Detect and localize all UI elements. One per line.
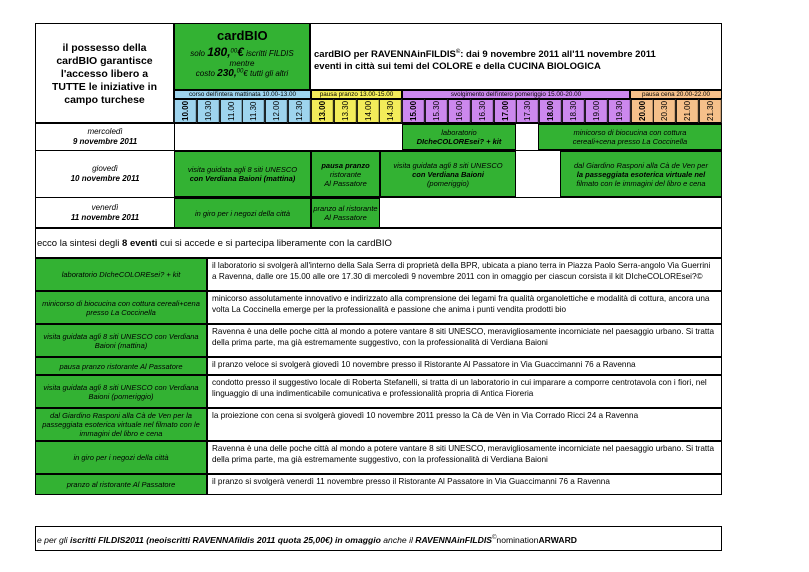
event-label[interactable]: pranzo al ristorante Al Passatore [35, 474, 207, 495]
thu-visit-morning[interactable]: visita guidata agli 8 siti UNESCO con Ve… [174, 151, 311, 197]
thu-dinner[interactable]: dal Giardino Rasponi alla Cà de Ven per … [560, 151, 722, 197]
event-description: il pranzo si svolgerà venerdì 11 novembr… [207, 474, 722, 495]
event-label[interactable]: in giro per i negozi della città [35, 441, 207, 474]
time-slot: 19.30 [607, 99, 631, 123]
time-slot: 17.30 [516, 99, 540, 123]
time-slot: 12.00 [265, 99, 289, 123]
time-slot: 20.30 [653, 99, 677, 123]
headline: cardBIO per RAVENNAinFILDIS©: dai 9 nove… [314, 46, 724, 73]
fri-tour[interactable]: in giro per i negozi della città [174, 198, 311, 228]
summary-text: ecco la sintesi degli 8 eventi cui si ac… [37, 238, 392, 249]
time-slot: 14.30 [379, 99, 403, 123]
intro-line-3: l'accesso libero a [60, 67, 149, 80]
cardbio-title: cardBIO [217, 28, 268, 43]
event-label[interactable]: laboratorio DIcheCOLOREsei? + kit [35, 258, 207, 291]
band-afternoon-label: svolgimento dell'intero pomeriggio 15.00… [450, 91, 582, 98]
band-dinner [630, 90, 722, 99]
headline-line2: eventi in città sui temi del COLORE e de… [314, 61, 601, 73]
band-lunch [311, 90, 402, 99]
headline-box [310, 23, 722, 90]
time-slot: 13.30 [333, 99, 357, 123]
intro-box [35, 23, 174, 123]
time-slot: 16.30 [470, 99, 494, 123]
time-slot: 18.30 [562, 99, 585, 123]
event-label[interactable]: visita guidata agli 8 siti UNESCO con Ve… [35, 375, 207, 408]
intro-line-2: cardBIO garantisce [56, 54, 153, 67]
cardbio-box: cardBIO solo 180,00€ iscritti FILDIS men… [174, 23, 310, 90]
event-description: il laboratorio si svolgerà all'interno d… [207, 258, 722, 291]
headline-part2: : dai 9 novembre 2011 all'11 novembre 20… [460, 49, 656, 61]
intro-line-1: il possesso della [62, 41, 147, 54]
event-description: minicorso assolutamente innovativo e ind… [207, 291, 722, 324]
time-slot: 15.30 [425, 99, 448, 123]
footer-text: e per gli iscritti FILDIS2011 (neoiscrit… [37, 535, 577, 545]
wed-lab[interactable]: laboratorio DIcheCOLOREsei? + kit [402, 124, 516, 150]
band-lunch-label: pausa pranzo 13.00-15.00 [319, 91, 394, 98]
fri-lunch[interactable]: pranzo al ristorante Al Passatore [311, 198, 380, 228]
event-description: il pranzo veloce si svolgerà giovedì 10 … [207, 357, 722, 375]
time-slot: 11.30 [242, 99, 266, 123]
time-slot: 17.00 [493, 99, 517, 123]
band-morning [174, 90, 311, 99]
time-slot: 15.00 [402, 99, 426, 123]
event-description: Ravenna è una delle poche città al mondo… [207, 441, 722, 474]
cardbio-mentre: mentre [229, 59, 255, 68]
thu-lunch[interactable]: pausa pranzo ristorante Al Passatore [311, 151, 380, 197]
band-morning-label: corso dell'intera mattinata 10.00-13.00 [189, 91, 296, 98]
event-label[interactable]: pausa pranzo ristorante Al Passatore [35, 357, 207, 375]
event-label[interactable]: dal Giardino Rasponi alla Cà de Ven per … [35, 408, 207, 441]
headline-part1: cardBIO per [314, 49, 372, 61]
time-slot: 13.00 [310, 99, 334, 123]
time-slot: 10.30 [196, 99, 220, 123]
cardbio-price: solo 180,00€ iscritti FILDIS [190, 45, 294, 59]
thu-visit-afternoon[interactable]: visita guidata agli 8 siti UNESCO con Ve… [380, 151, 516, 197]
time-slot: 12.30 [288, 99, 311, 123]
event-label[interactable]: visita guidata agli 8 siti UNESCO con Ve… [35, 324, 207, 357]
event-description: Ravenna è una delle poche città al mondo… [207, 324, 722, 357]
wed-minicorso[interactable]: minicorso di biocucina con cottura cerea… [538, 124, 722, 150]
day-fri: venerdì 11 novembre 2011 [70, 203, 140, 222]
time-slot: 16.00 [447, 99, 471, 123]
band-afternoon [402, 90, 630, 99]
cardbio-cost: costo 230,00€ tutti gli altri [195, 68, 289, 79]
intro-text: il possesso della cardBIO garantisce l'a… [36, 26, 173, 122]
time-slot: 19.00 [584, 99, 608, 123]
day-wed: mercoledì 9 novembre 2011 [72, 127, 138, 146]
intro-line-4: TUTTE le iniziative in [51, 80, 157, 93]
event-description: la proiezione con cena si svolgerà giove… [207, 408, 722, 441]
summary-bar [35, 228, 722, 258]
time-slot: 18.00 [539, 99, 563, 123]
time-slot: 20.00 [630, 99, 654, 123]
time-slot: 10.00 [174, 99, 197, 123]
event-label[interactable]: minicorso di biocucina con cottura cerea… [35, 291, 207, 324]
intro-line-5: campo turchese [64, 93, 145, 106]
time-slot: 21.30 [699, 99, 722, 123]
event-description: condotto presso il suggestivo locale di … [207, 375, 722, 408]
band-dinner-label: pausa cena 20.00-22.00 [642, 91, 710, 98]
footer-box [35, 526, 722, 551]
time-slot: 11.00 [219, 99, 243, 123]
time-slot: 14.00 [356, 99, 380, 123]
day-thu: giovedì 10 novembre 2011 [70, 164, 140, 183]
headline-brand: RAVENNAinFILDIS [371, 49, 456, 61]
time-slot: 21.00 [676, 99, 700, 123]
